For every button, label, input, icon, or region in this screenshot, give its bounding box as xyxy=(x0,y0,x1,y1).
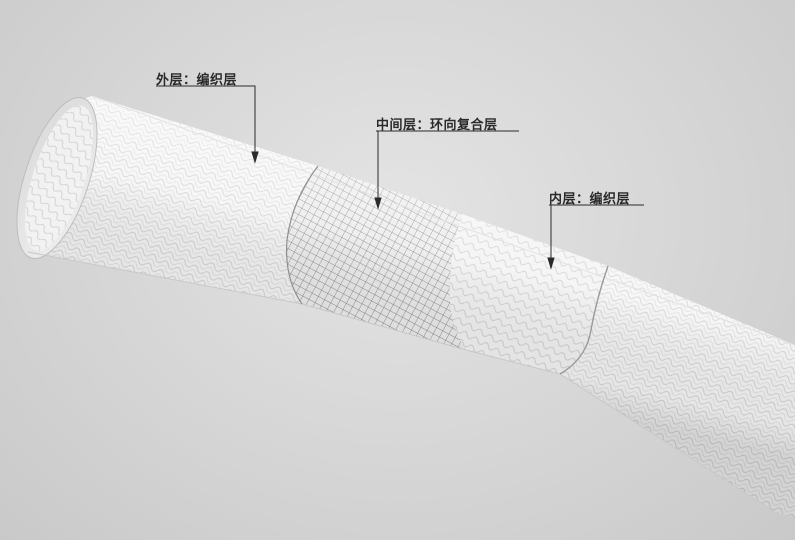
outer-braid-section xyxy=(26,96,318,304)
inner-layer-label: 内层：编织层 xyxy=(549,192,631,207)
inner-braid-layer xyxy=(449,214,608,374)
middle-cut-edge xyxy=(285,165,319,305)
hose-open-end xyxy=(16,97,98,259)
leader-outer xyxy=(156,85,259,164)
leader-middle xyxy=(374,130,519,210)
inner-cut-edge xyxy=(559,265,609,375)
hose-top-edge xyxy=(91,95,795,346)
middle-layer-label: 中间层：环向复合层 xyxy=(376,118,498,133)
middle-composite-layer xyxy=(286,166,466,350)
leader-inner xyxy=(547,204,644,270)
hose-bottom-edge xyxy=(27,251,561,375)
outer-braid-section-right xyxy=(559,266,795,518)
outer-layer-label: 外层：编织层 xyxy=(156,73,238,88)
